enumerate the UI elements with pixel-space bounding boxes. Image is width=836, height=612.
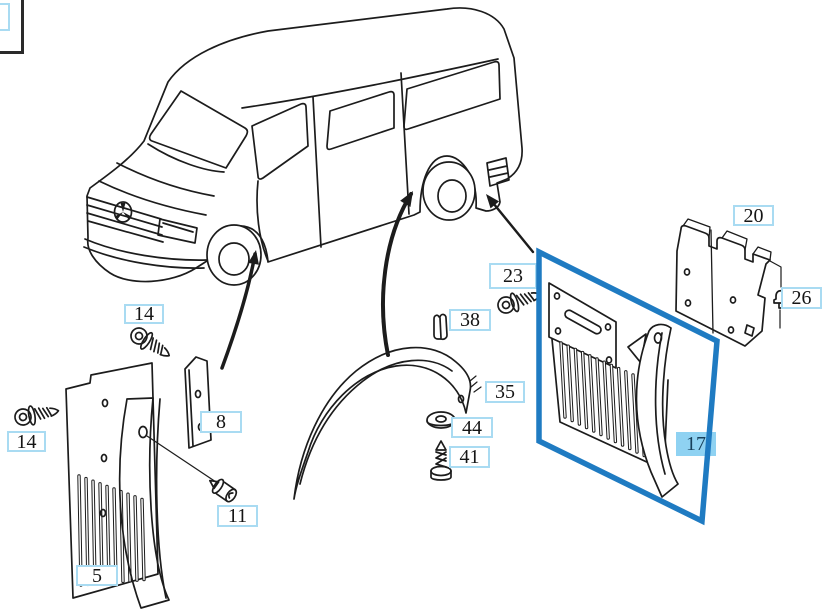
headlight: [157, 218, 198, 244]
mercedes-star-icon: [113, 201, 133, 223]
callout-17-selected[interactable]: 17: [676, 432, 716, 456]
callout-41[interactable]: 41: [449, 446, 490, 468]
callout-14-upper[interactable]: 14: [124, 304, 164, 324]
van-illustration: [83, 7, 523, 286]
rear-wheel: [422, 161, 476, 221]
callout-26[interactable]: 26: [781, 287, 822, 309]
part-14-screw-upper[interactable]: [126, 322, 176, 365]
callout-5[interactable]: 5: [76, 565, 118, 586]
callout-11[interactable]: 11: [217, 505, 258, 527]
part-20-cover-panel[interactable]: [675, 218, 782, 347]
callout-23[interactable]: 23: [489, 263, 537, 289]
page-corner-fragment: [0, 0, 24, 54]
callout-38[interactable]: 38: [449, 309, 491, 331]
part-14-screw-lower[interactable]: [12, 400, 61, 429]
part-41-screw[interactable]: [430, 440, 452, 481]
callout-44[interactable]: 44: [451, 417, 493, 438]
part-11-stud[interactable]: [205, 474, 239, 504]
callout-35[interactable]: 35: [485, 381, 525, 403]
part-35-wheel-arch-trim[interactable]: [293, 346, 482, 500]
part-38-clip[interactable]: [433, 313, 448, 341]
part-5-front-mud-flap[interactable]: [65, 362, 217, 609]
windshield: [148, 90, 249, 169]
corner-label-fragment: [0, 3, 10, 31]
part-17-rear-mud-flap[interactable]: [548, 282, 679, 498]
taillight: [486, 157, 510, 187]
part-23-screw[interactable]: [494, 284, 545, 318]
callout-8[interactable]: 8: [200, 411, 242, 433]
part-8-bracket[interactable]: [184, 356, 212, 449]
pointer-arrows: [220, 191, 535, 370]
front-wheel: [206, 224, 262, 286]
callout-14-lower[interactable]: 14: [7, 431, 46, 452]
callout-20[interactable]: 20: [733, 205, 774, 226]
